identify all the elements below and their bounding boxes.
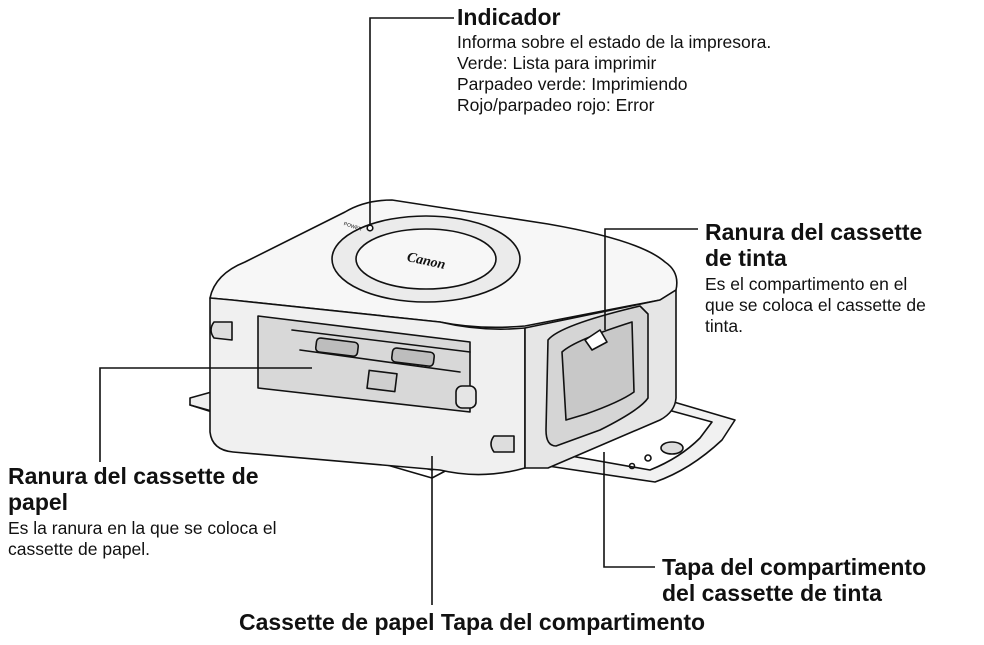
ink-slot-line-2: que se coloca el cassette de [705, 294, 926, 315]
ink-slot-title-2: de tinta [705, 245, 787, 272]
leader-indicator [369, 17, 454, 226]
paper-slot-title-2: papel [8, 489, 69, 516]
paper-slot-description: Es la ranura en la que se coloca el cass… [8, 518, 277, 560]
leader-ink-slot [604, 228, 698, 330]
roller-left [314, 337, 360, 357]
indicator-title: Indicador [457, 4, 561, 30]
ink-cover-screw [644, 454, 652, 462]
ink-cover-title-1: Tapa del compartimento [662, 554, 927, 580]
ink-cover-screw-2 [628, 462, 636, 470]
ink-slot-line-3: tinta. [705, 315, 743, 336]
left-handle [210, 321, 233, 341]
indicator-callout: Indicador Informa sobre el estado de la … [457, 4, 771, 116]
leader-lines [99, 17, 698, 605]
leader-paper-slot [99, 367, 312, 462]
paper-cover-title: Cassette de papel Tapa del compartimento [238, 609, 706, 635]
indicator-line-2: Verde: Lista para imprimir [457, 53, 657, 74]
ink-cover-callout: Tapa del compartimento del cassette de t… [662, 554, 926, 607]
ink-slot-arrow [584, 329, 608, 351]
paper-cover-callout: Cassette de papel Tapa del compartimento [0, 609, 984, 635]
power-indicator-led [366, 224, 374, 232]
indicator-line-1: Informa sobre el estado de la impresora. [457, 32, 772, 53]
indicator-line-3: Parpadeo verde: Imprimiendo [457, 74, 688, 95]
ink-slot-line-1: Es el compartimento en el [705, 273, 908, 294]
leader-ink-cover [603, 452, 655, 568]
top-lid-inner [355, 228, 497, 290]
roller-right [390, 347, 436, 367]
paper-slot-line-1: Es la ranura en la que se coloca el [8, 517, 277, 538]
ink-slot-description: Es el compartimento en el que se coloca … [705, 274, 926, 337]
roller-cap [455, 385, 477, 409]
indicator-line-4: Rojo/parpadeo rojo: Error [457, 95, 655, 116]
printer-illustration [189, 199, 736, 483]
ink-cover-title-2: del cassette de tinta [662, 580, 882, 607]
ink-slot-inner [561, 321, 635, 421]
power-label: POWER [343, 221, 363, 233]
right-handle [490, 435, 515, 453]
ink-slot-title-1: Ranura del cassette [705, 219, 923, 245]
paper-slot-callout: Ranura del cassette de papel Es la ranur… [8, 463, 277, 560]
paper-slot-line-2: cassette de papel. [8, 538, 151, 559]
ink-cover-latch [660, 441, 684, 455]
feed-guide [366, 369, 398, 393]
ink-slot-callout: Ranura del cassette de tinta Es el compa… [705, 219, 926, 337]
paper-slot-title-1: Ranura del cassette de [8, 463, 259, 489]
paper-slot-opening [257, 315, 471, 413]
indicator-description: Informa sobre el estado de la impresora.… [457, 32, 771, 116]
